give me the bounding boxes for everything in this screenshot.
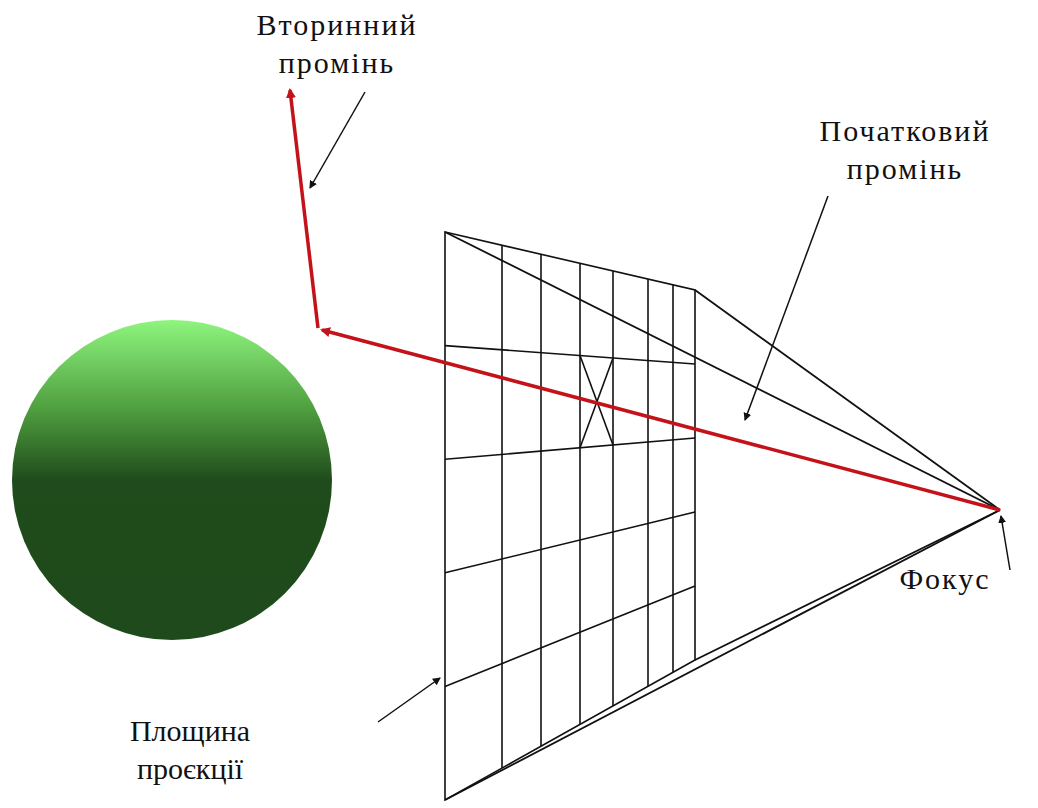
view-frustum	[445, 232, 1000, 800]
ray	[290, 90, 1000, 510]
leader-lines	[310, 92, 1010, 722]
focus-label: Фокус	[899, 560, 990, 598]
plane-label: Площина проєкції	[130, 712, 250, 787]
ray-label: Початковий промінь	[820, 112, 991, 187]
projection-plane	[445, 232, 695, 800]
ray-label: Вторинний промінь	[257, 6, 418, 81]
sphere	[12, 320, 332, 640]
